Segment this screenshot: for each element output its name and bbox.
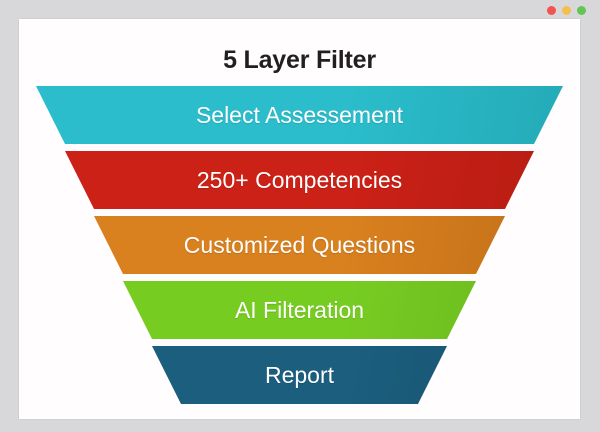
funnel-layer-label: AI Filteration	[234, 296, 365, 323]
minimize-button[interactable]	[562, 6, 571, 15]
close-button[interactable]	[547, 6, 556, 15]
page-title: 5 Layer Filter	[223, 46, 376, 74]
maximize-button[interactable]	[577, 6, 586, 15]
funnel-layer-label: Select Assessement	[195, 101, 404, 128]
funnel-layer-4[interactable]: AI Filteration	[122, 281, 477, 339]
funnel-layer-2[interactable]: 250+ Competencies	[65, 151, 534, 209]
slide-card: 5 Layer Filter Select Assessement 250+ Co…	[19, 19, 580, 419]
window-controls	[547, 6, 586, 15]
funnel-layer-3[interactable]: Customized Questions	[94, 216, 505, 274]
funnel-layer-1[interactable]: Select Assessement	[35, 86, 564, 144]
funnel-layer-label: 250+ Competencies	[196, 166, 403, 193]
funnel-layer-5[interactable]: Report	[152, 346, 447, 404]
funnel-layer-label: Customized Questions	[183, 231, 416, 258]
funnel-layer-label: Report	[264, 361, 335, 388]
